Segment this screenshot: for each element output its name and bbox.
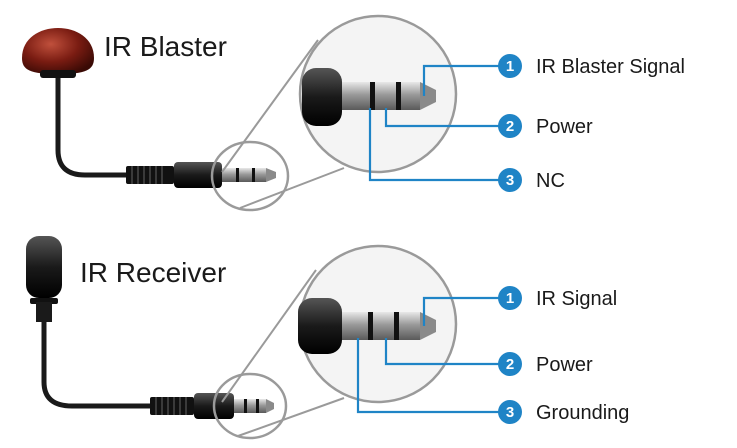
ir-receiver-sensor-icon bbox=[26, 236, 62, 322]
ir-receiver-pin2-badge: 2 bbox=[498, 352, 522, 376]
ir-blaster-pin2-line bbox=[384, 108, 500, 128]
ir-receiver-plug-zoom bbox=[298, 298, 436, 354]
ir-blaster-cable bbox=[55, 78, 128, 178]
ir-receiver-plug bbox=[150, 393, 274, 419]
ir-blaster-pin2-badge: 2 bbox=[498, 114, 522, 138]
ir-blaster-plug bbox=[126, 162, 276, 188]
svg-text:1: 1 bbox=[506, 58, 514, 75]
svg-text:1: 1 bbox=[506, 290, 514, 307]
svg-text:3: 3 bbox=[506, 404, 514, 421]
ir-receiver-title: IR Receiver bbox=[80, 257, 226, 288]
ir-blaster-section: 1 2 3 IR Blaster IR Blaster Signal Power… bbox=[22, 14, 685, 212]
ir-blaster-pin1-line bbox=[422, 64, 500, 96]
ir-blaster-pin3-badge: 3 bbox=[498, 168, 522, 192]
ir-receiver-pin3-line bbox=[356, 338, 500, 414]
ir-receiver-pin1-badge: 1 bbox=[498, 286, 522, 310]
ir-receiver-pin2-label: Power bbox=[536, 354, 593, 376]
ir-receiver-cable bbox=[41, 322, 152, 409]
ir-receiver-pin3-badge: 3 bbox=[498, 400, 522, 424]
ir-blaster-pin2-label: Power bbox=[536, 116, 593, 138]
svg-text:2: 2 bbox=[506, 356, 514, 373]
ir-blaster-emitter-icon bbox=[22, 28, 94, 78]
ir-blaster-pin1-badge: 1 bbox=[498, 54, 522, 78]
ir-blaster-pin1-label: IR Blaster Signal bbox=[536, 56, 685, 78]
ir-receiver-section: 1 2 3 IR Receiver IR Signal Power Ground… bbox=[26, 236, 629, 440]
ir-blaster-magnifier bbox=[210, 14, 458, 212]
svg-text:3: 3 bbox=[506, 172, 514, 189]
ir-receiver-pin3-label: Grounding bbox=[536, 402, 629, 424]
svg-text:2: 2 bbox=[506, 118, 514, 135]
ir-blaster-pin3-line bbox=[368, 108, 500, 182]
ir-blaster-pin3-label: NC bbox=[536, 170, 565, 192]
ir-blaster-title: IR Blaster bbox=[104, 31, 227, 62]
ir-receiver-pin1-line bbox=[422, 296, 500, 326]
ir-receiver-pin2-line bbox=[384, 338, 500, 366]
ir-receiver-pin1-label: IR Signal bbox=[536, 288, 617, 310]
